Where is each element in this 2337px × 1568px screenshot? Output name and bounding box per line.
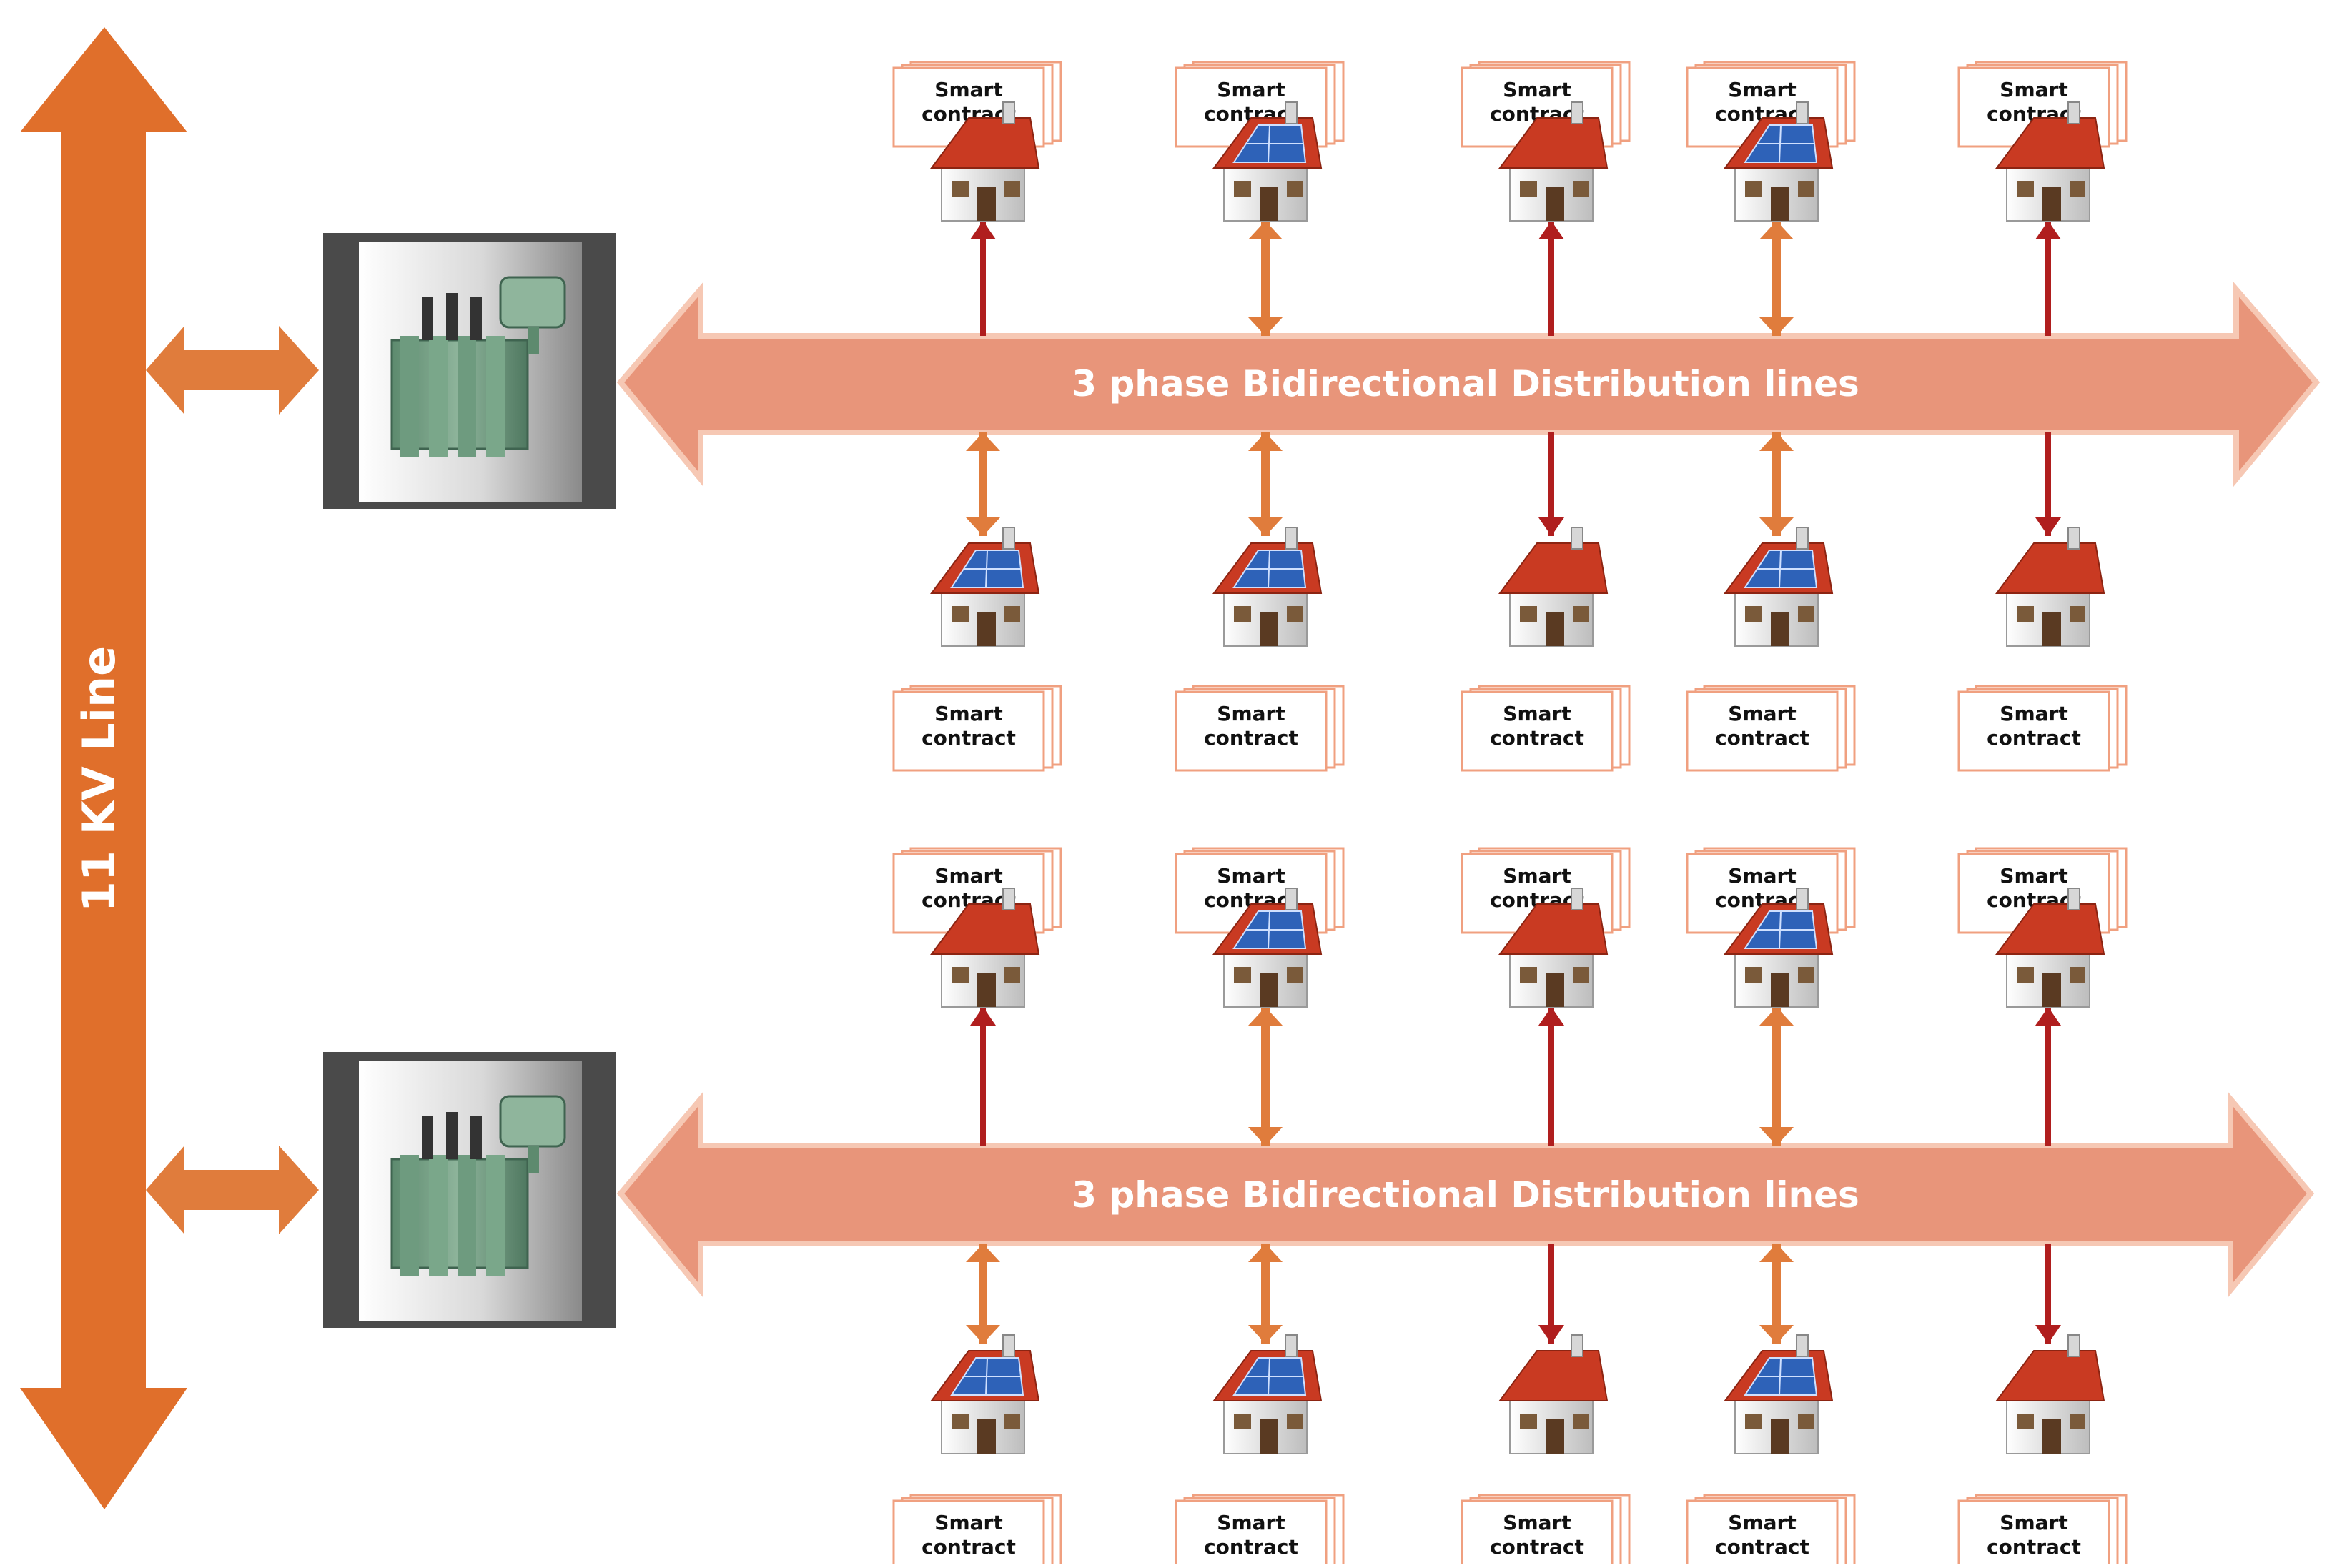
house-icon — [1995, 1334, 2105, 1454]
contract-label-line1: Smart — [1503, 78, 1571, 101]
contract-label-line1: Smart — [1217, 78, 1285, 101]
houses-layer: SmartcontractSmartcontractSmartcontractS… — [892, 61, 2128, 1568]
solar-house-icon — [930, 1334, 1040, 1454]
transformer-icon — [390, 276, 566, 457]
bidirectional-flow-arrow — [1759, 432, 1794, 536]
contract-label-line1: Smart — [1217, 864, 1285, 888]
solar-house-icon — [1724, 888, 1834, 1008]
contract-label-line1: Smart — [1217, 1511, 1285, 1534]
consumer-flow-arrow — [1538, 221, 1564, 336]
contract-label-line2: contract — [1204, 1535, 1298, 1559]
main-to-transformer-arrow — [146, 1146, 319, 1234]
solar-house-icon — [1212, 888, 1323, 1008]
consumer-flow-arrow — [2035, 432, 2061, 536]
contract-label-line2: contract — [922, 726, 1016, 750]
contract-label-line1: Smart — [1503, 864, 1571, 888]
solar-house-icon — [930, 527, 1040, 647]
contract-label-line1: Smart — [2000, 78, 2067, 101]
main-line-arrow — [20, 27, 187, 1509]
bidirectional-flow-arrow — [966, 432, 1000, 536]
contract-label-line1: Smart — [2000, 702, 2067, 725]
contract-label-line1: Smart — [1217, 702, 1285, 725]
bidirectional-flow-arrow — [1248, 1007, 1283, 1146]
consumer-flow-arrow — [1538, 1244, 1564, 1344]
contract-label-line2: contract — [922, 1535, 1016, 1559]
bidirectional-flow-arrow — [1759, 221, 1794, 336]
solar-house-icon — [1724, 1334, 1834, 1454]
house-icon — [1498, 1334, 1609, 1454]
main-to-transformer-arrow — [146, 326, 319, 415]
contract-label-line1: Smart — [1728, 864, 1796, 888]
contract-label-line2: contract — [1490, 1535, 1584, 1559]
house-icon — [930, 888, 1040, 1008]
house-icon — [1498, 101, 1609, 222]
contract-label-line1: Smart — [1503, 1511, 1571, 1534]
contract-label-line2: contract — [1987, 1535, 2081, 1559]
contract-label-line1: Smart — [934, 78, 1002, 101]
contract-label-line2: contract — [1715, 1535, 1809, 1559]
consumer-flow-arrow — [2035, 1007, 2061, 1146]
bidirectional-flow-arrow — [1248, 432, 1283, 536]
transformer-icon — [390, 1095, 566, 1276]
bus-label: 3 phase Bidirectional Distribution lines — [1072, 1174, 1859, 1216]
consumer-flow-arrow — [1538, 432, 1564, 536]
consumer-flow-arrow — [970, 1007, 996, 1146]
consumer-flow-arrow — [970, 221, 996, 336]
transformer-box — [323, 233, 616, 509]
consumer-flow-arrow — [1538, 1007, 1564, 1146]
solar-house-icon — [1212, 101, 1323, 222]
bidirectional-flow-arrow — [1248, 221, 1283, 336]
contract-label-line1: Smart — [1503, 702, 1571, 725]
contract-label-line2: contract — [1490, 726, 1584, 750]
feeder-section: 3 phase Bidirectional Distribution lines — [146, 233, 2321, 509]
solar-house-icon — [1724, 101, 1834, 222]
contract-label-line1: Smart — [1728, 702, 1796, 725]
contract-label-line1: Smart — [2000, 864, 2067, 888]
contract-label-line1: Smart — [1728, 78, 1796, 101]
contract-label-line1: Smart — [934, 864, 1002, 888]
bidirectional-flow-arrow — [1759, 1244, 1794, 1344]
contract-label-line2: contract — [1715, 726, 1809, 750]
house-icon — [1498, 888, 1609, 1008]
house-icon — [1995, 101, 2105, 222]
feeder-section: 3 phase Bidirectional Distribution lines — [146, 1052, 2315, 1328]
main-11kv-line: 11 KV Line — [20, 27, 187, 1509]
contract-label-line1: Smart — [934, 702, 1002, 725]
bus-label: 3 phase Bidirectional Distribution lines — [1072, 363, 1859, 405]
distribution-bus-arrow — [616, 282, 2321, 487]
house-icon — [1498, 527, 1609, 647]
contract-label-line2: contract — [1987, 726, 2081, 750]
contract-label-line1: Smart — [934, 1511, 1002, 1534]
main-line-label: 11 KV Line — [73, 646, 125, 912]
solar-house-icon — [1724, 527, 1834, 647]
house-icon — [1995, 888, 2105, 1008]
contract-label-line2: contract — [1204, 726, 1298, 750]
transformer-box — [323, 1052, 616, 1328]
solar-house-icon — [1212, 527, 1323, 647]
bidirectional-flow-arrow — [966, 1244, 1000, 1344]
consumer-flow-arrow — [2035, 1244, 2061, 1344]
bidirectional-flow-arrow — [1248, 1244, 1283, 1344]
house-icon — [930, 101, 1040, 222]
bidirectional-flow-arrow — [1759, 1007, 1794, 1146]
house-icon — [1995, 527, 2105, 647]
consumer-flow-arrow — [2035, 221, 2061, 336]
distribution-bus-arrow — [616, 1091, 2315, 1299]
contract-label-line1: Smart — [1728, 1511, 1796, 1534]
contract-label-line1: Smart — [2000, 1511, 2067, 1534]
solar-house-icon — [1212, 1334, 1323, 1454]
